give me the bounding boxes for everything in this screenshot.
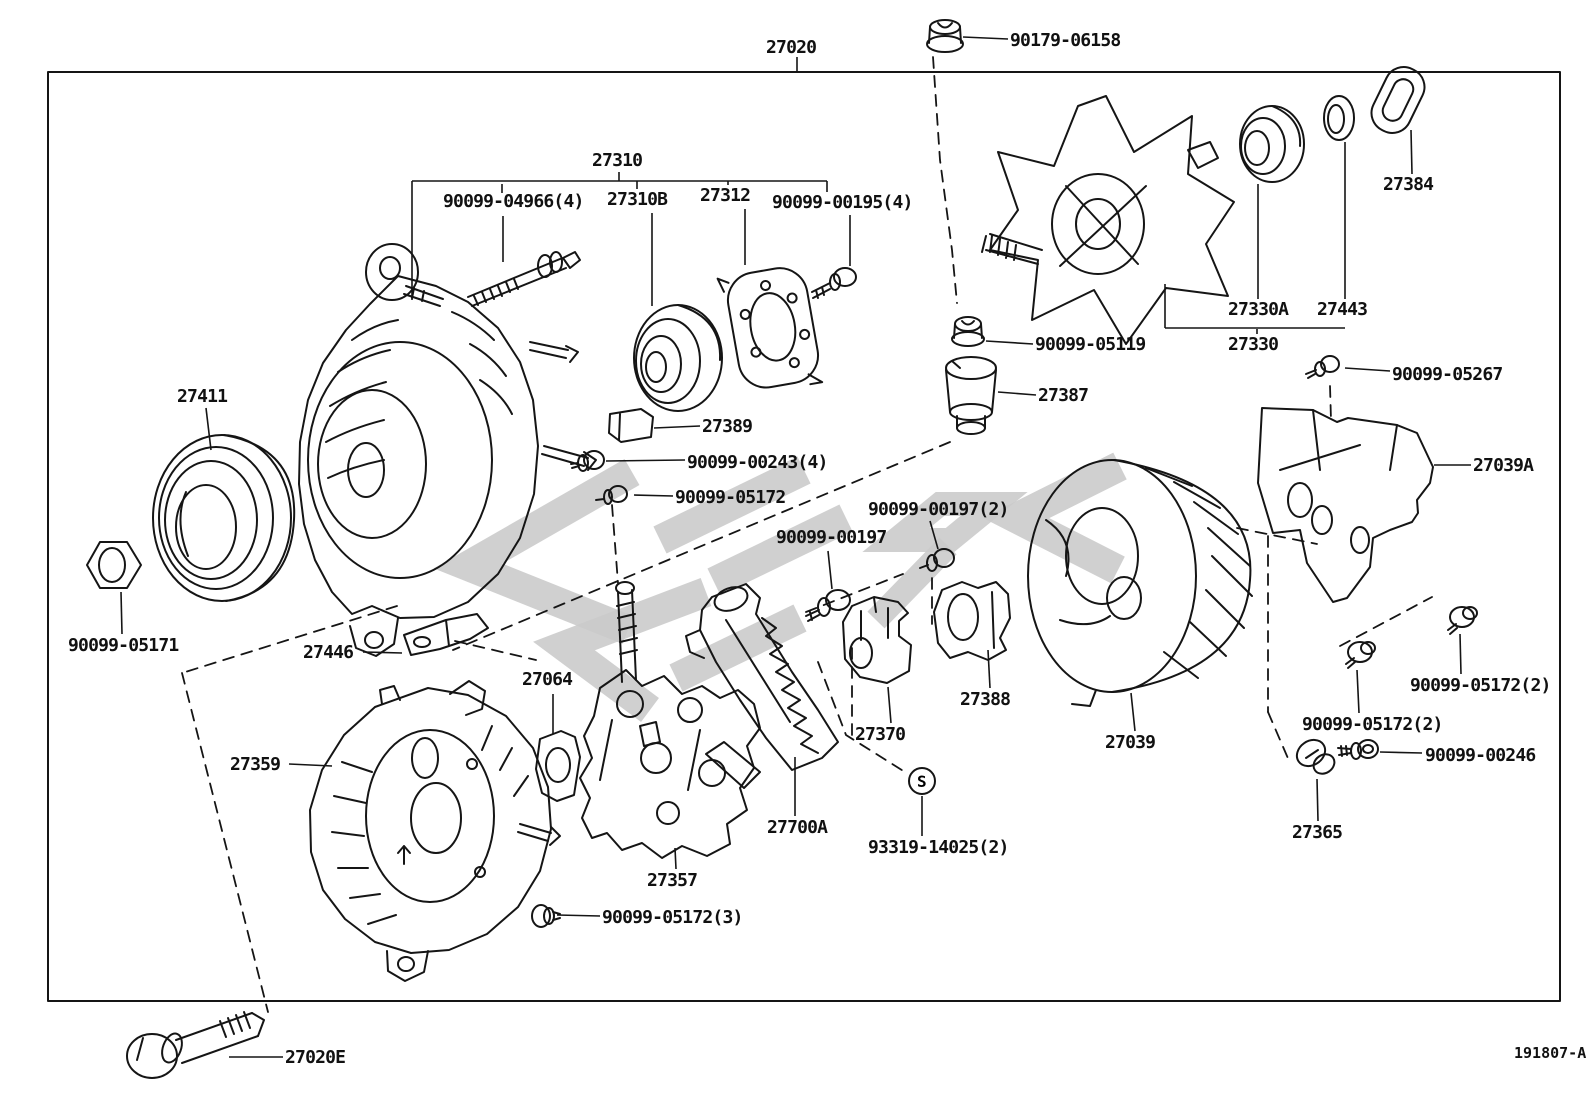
part-label-27443: 27443 xyxy=(1317,299,1368,320)
washer-screw-90099-05172-2b-drawing xyxy=(1345,641,1376,669)
rear-housing-27359-drawing xyxy=(309,680,561,982)
part-label-27388: 27388 xyxy=(960,689,1011,710)
rear-cover-27039A-drawing xyxy=(1257,407,1434,603)
drawing-number: 191807-A xyxy=(1514,1044,1587,1062)
part-label-27039A: 27039A xyxy=(1473,455,1534,476)
part-label-90099-00246: 90099-00246 xyxy=(1425,745,1536,766)
part-label-90099-00197: 90099-00197 xyxy=(776,527,887,548)
part-label-90099-00195: 90099-00195(4) xyxy=(772,192,913,213)
part-label-27039: 27039 xyxy=(1105,732,1156,753)
part-label-90179-06158: 90179-06158 xyxy=(1010,30,1121,51)
part-label-27020E: 27020E xyxy=(285,1047,346,1068)
screw-symbol-letter: S xyxy=(917,772,927,791)
rear-end-frame-27039-drawing xyxy=(1027,459,1253,707)
part-label-27700A: 27700A xyxy=(767,817,828,838)
nut-90099-05171-drawing xyxy=(86,541,142,589)
part-label-90099-00243: 90099-00243(4) xyxy=(687,452,828,473)
diagram-frame xyxy=(47,71,1561,1002)
part-label-90099-05171: 90099-05171 xyxy=(68,635,179,656)
screw-symbol-badge: S xyxy=(908,767,936,795)
part-label-27310B: 27310B xyxy=(607,189,668,210)
pulley-27411-drawing xyxy=(152,434,296,602)
stud-bolt-90099-04966-drawing xyxy=(403,251,581,307)
bearing-27310B-drawing xyxy=(633,304,723,412)
screw-90099-00197-drawing xyxy=(805,589,851,622)
part-label-27357: 27357 xyxy=(647,870,698,891)
part-label-27370: 27370 xyxy=(855,724,906,745)
retainer-plate-27312-drawing xyxy=(716,267,824,389)
cap-27365-drawing xyxy=(1295,738,1336,775)
screw-90099-05172-drawing xyxy=(595,485,628,505)
part-label-90099-00197-2: 90099-00197(2) xyxy=(868,499,1009,520)
part-label-27020: 27020 xyxy=(766,37,817,58)
watermark-logo-icon xyxy=(433,452,1127,723)
part-label-90099-04966: 90099-04966(4) xyxy=(443,191,584,212)
part-label-27330A: 27330A xyxy=(1228,299,1289,320)
screw-90099-00243-drawing xyxy=(570,450,605,472)
insulator-27387-drawing xyxy=(945,356,997,435)
part-label-27446: 27446 xyxy=(303,642,354,663)
bolt-90099-05172-3-drawing xyxy=(531,904,561,928)
rectifier-27700A-drawing xyxy=(685,583,839,789)
nut-90179-06158-drawing xyxy=(926,19,964,53)
brush-holder-27357-drawing xyxy=(579,581,761,859)
part-label-90099-05267: 90099-05267 xyxy=(1392,364,1503,385)
cover-27388-drawing xyxy=(933,581,1011,661)
rotor-drawing xyxy=(981,95,1235,345)
washer-27443-drawing xyxy=(1323,95,1355,141)
part-label-27312: 27312 xyxy=(700,185,751,206)
part-label-27389: 27389 xyxy=(702,416,753,437)
terminal-block-27389-drawing xyxy=(608,408,654,443)
part-label-90099-05172-3: 90099-05172(3) xyxy=(602,907,743,928)
screw-90099-00197-2-drawing xyxy=(919,548,955,572)
screw-90099-05267-drawing xyxy=(1305,355,1340,379)
part-label-27411: 27411 xyxy=(177,386,228,407)
part-label-93319-14025: 93319-14025(2) xyxy=(868,837,1009,858)
part-label-27387: 27387 xyxy=(1038,385,1089,406)
part-label-90099-05172-2b: 90099-05172(2) xyxy=(1302,714,1443,735)
through-bolt-27020E-drawing xyxy=(126,1011,265,1079)
dashed-leader-lines xyxy=(181,56,1433,1013)
part-label-27359: 27359 xyxy=(230,754,281,775)
grommet-27384-drawing xyxy=(1370,66,1426,134)
bearing-27330A-drawing xyxy=(1239,105,1305,183)
part-label-90099-05172-2a: 90099-05172(2) xyxy=(1410,675,1551,696)
regulator-27370-drawing xyxy=(842,596,912,684)
part-label-90099-05119: 90099-05119 xyxy=(1035,334,1146,355)
part-label-27330: 27330 xyxy=(1228,334,1279,355)
front-housing-drawing xyxy=(298,243,597,657)
part-label-27384: 27384 xyxy=(1383,174,1434,195)
bolt-90099-00246-drawing xyxy=(1337,739,1379,760)
plate-27064-drawing xyxy=(535,730,581,802)
nut-90099-05119-drawing xyxy=(951,316,985,347)
terminal-27446-drawing xyxy=(403,613,489,656)
washer-screw-90099-05172-2a-drawing xyxy=(1447,606,1478,635)
part-label-27365: 27365 xyxy=(1292,822,1343,843)
bolt-90099-00195-drawing xyxy=(811,267,857,299)
part-label-90099-05172: 90099-05172 xyxy=(675,487,786,508)
part-label-27310: 27310 xyxy=(592,150,643,171)
part-label-27064: 27064 xyxy=(522,669,573,690)
